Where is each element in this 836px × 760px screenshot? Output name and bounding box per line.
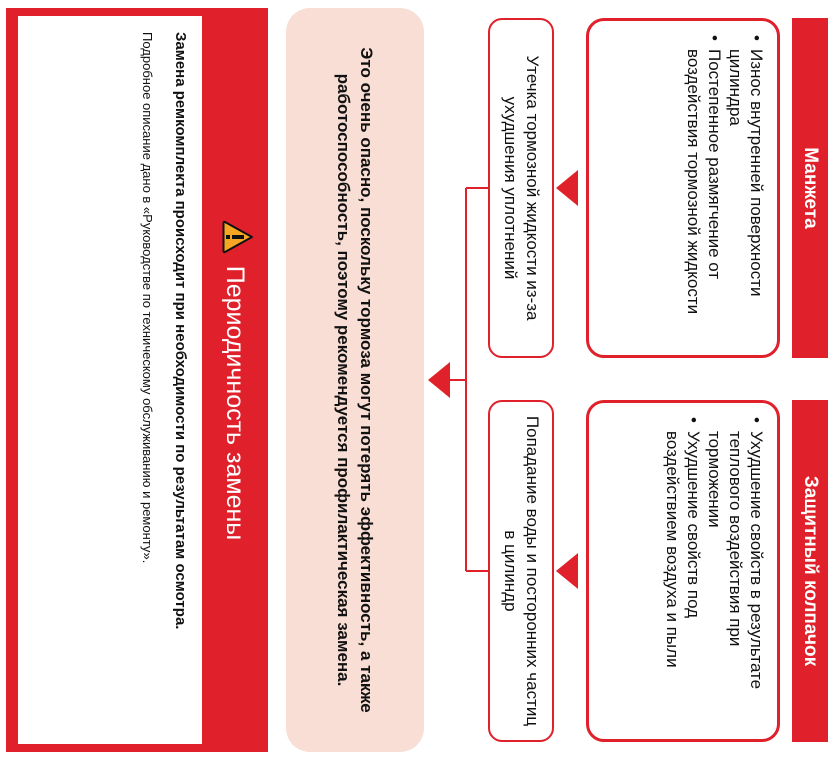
arrow-down-icon — [556, 170, 578, 206]
arrow-down-icon — [556, 553, 578, 589]
warning-icon — [216, 220, 255, 254]
periodicity-main-text: Замена ремкомплекта происходит при необх… — [172, 32, 189, 630]
arrow-icons — [428, 170, 578, 589]
danger-panel: Это очень опасно, поскольку тормоза могу… — [286, 8, 424, 752]
connector-lines — [450, 187, 488, 572]
periodicity-title: Периодичность замены — [221, 265, 250, 541]
danger-text: Это очень опасно, поскольку тормоза могу… — [334, 47, 376, 713]
periodicity-title-bar: Периодичность замены — [202, 8, 268, 752]
periodicity-panel: Периодичность замены Замена ремкомплекта… — [6, 8, 268, 752]
periodicity-body: Замена ремкомплекта происходит при необх… — [18, 16, 202, 744]
arrow-down-icon — [428, 362, 450, 398]
periodicity-note: Подробное описание дано в «Руководстве п… — [140, 32, 155, 564]
